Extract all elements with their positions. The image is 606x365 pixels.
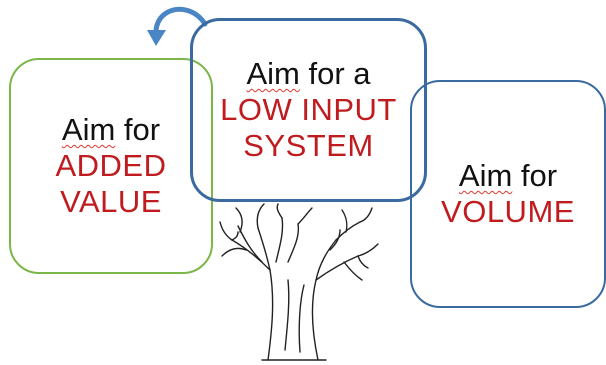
volume-heading: Aim for bbox=[459, 158, 557, 194]
low-input-label: LOW INPUT bbox=[220, 92, 397, 127]
for-a-word: for a bbox=[299, 56, 371, 91]
aim-word: Aim bbox=[458, 158, 513, 193]
low-input-heading: Aim for a bbox=[246, 56, 370, 92]
added-value-box: Aim for ADDED VALUE bbox=[9, 58, 213, 274]
for-word: for bbox=[115, 112, 161, 147]
added-label: ADDED bbox=[55, 148, 167, 183]
volume-box: Aim for VOLUME bbox=[410, 80, 606, 308]
low-input-system-box: Aim for a LOW INPUT SYSTEM bbox=[190, 18, 427, 202]
aim-word: Aim bbox=[61, 112, 116, 147]
aim-word: Aim bbox=[246, 56, 300, 91]
volume-label: VOLUME bbox=[441, 194, 575, 229]
system-label: SYSTEM bbox=[243, 128, 374, 163]
added-value-heading: Aim for bbox=[62, 112, 160, 148]
value-label: VALUE bbox=[60, 184, 162, 219]
for-word: for bbox=[512, 158, 558, 193]
